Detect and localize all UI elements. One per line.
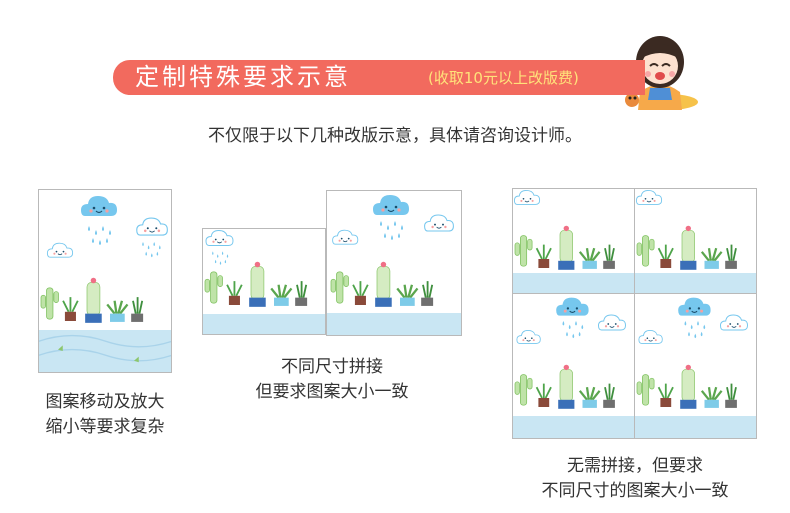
example-caption-splice: 不同尺寸拼接 但要求图案大小一致 xyxy=(222,355,442,405)
example-panel-grid-3 xyxy=(512,293,635,439)
example-caption-no-splice: 无需拼接，但要求 不同尺寸的图案大小一致 xyxy=(500,454,770,504)
caption-line: 无需拼接，但要求 xyxy=(567,456,703,476)
cartoon-girl-mascot xyxy=(625,36,698,110)
example-panel-small xyxy=(202,228,326,335)
caption-line: 不同尺寸拼接 xyxy=(281,357,383,377)
page-title: 定制特殊要求示意 xyxy=(135,63,351,91)
caption-line: 缩小等要求复杂 xyxy=(45,417,165,437)
caption-line: 图案移动及放大 xyxy=(45,392,165,412)
caption-line: 但要求图案大小一致 xyxy=(255,382,409,402)
example-panel-grid-4 xyxy=(634,293,757,439)
example-caption-resize: 图案移动及放大 缩小等要求复杂 xyxy=(15,390,195,440)
caption-line: 不同尺寸的图案大小一致 xyxy=(541,481,729,501)
example-panel-large xyxy=(326,190,462,336)
title-banner xyxy=(113,60,645,95)
example-panel-grid-1 xyxy=(512,188,635,294)
example-panel-grid-2 xyxy=(634,188,757,294)
fee-note: (收取10元以上改版费) xyxy=(428,69,579,87)
page-subtitle: 不仅限于以下几种改版示意，具体请咨询设计师。 xyxy=(208,126,582,146)
example-panel-resize xyxy=(38,189,172,373)
